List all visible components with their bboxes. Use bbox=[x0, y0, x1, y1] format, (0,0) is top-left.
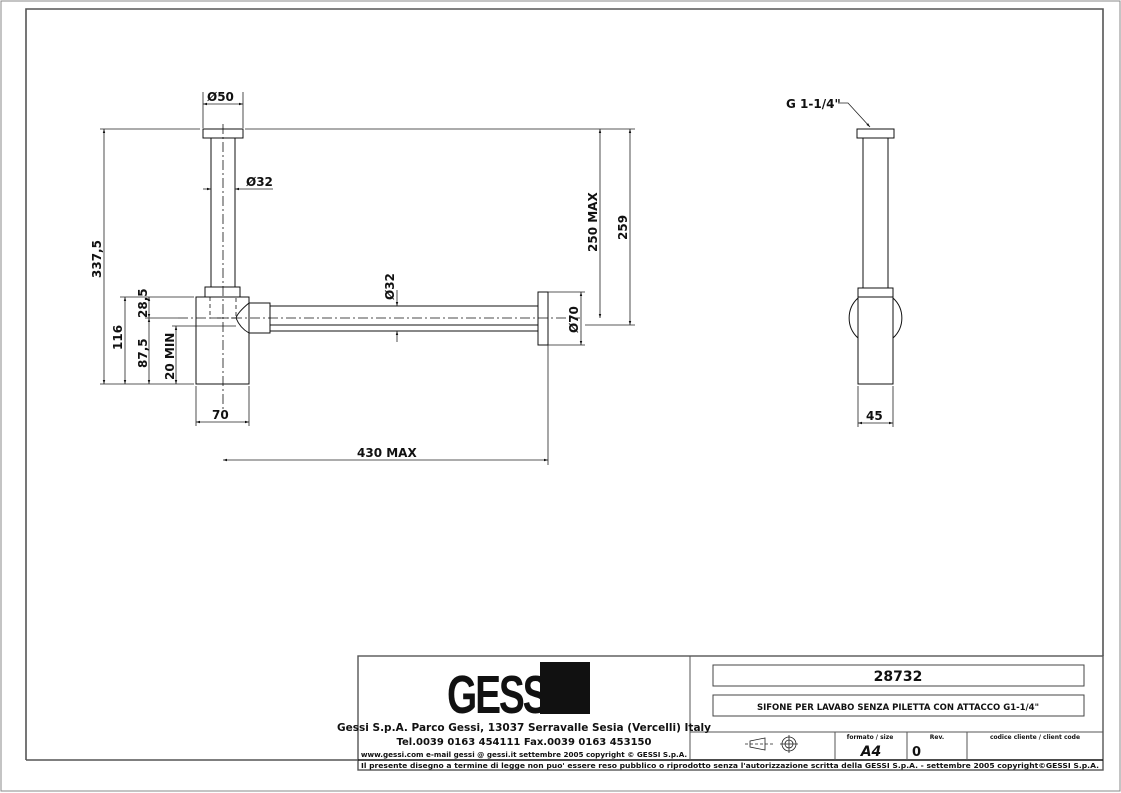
side-cap bbox=[856, 128, 895, 139]
dim-body-height: 116 bbox=[111, 325, 125, 350]
gessi-logo: GESSI bbox=[447, 662, 590, 724]
drawing-frame bbox=[25, 8, 1104, 760]
rev-value: 0 bbox=[912, 745, 921, 760]
copyright-disclaimer: Il presente disegno a termine di legge n… bbox=[361, 762, 1099, 770]
company-web: www.gessi.com e-mail gessi @ gessi.it se… bbox=[361, 750, 687, 759]
dim-outlet-height: 87,5 bbox=[136, 338, 150, 368]
title-block: GESSI Gessi S.p.A. Parco Gessi, 13037 Se… bbox=[337, 655, 1104, 771]
dim-cap-diameter: Ø50 bbox=[207, 90, 234, 104]
dim-side-width: 45 bbox=[866, 409, 883, 423]
product-code: 28732 bbox=[874, 669, 923, 685]
trap-body bbox=[195, 296, 250, 385]
front-view: Ø50 Ø32 337,5 116 28,5 87,5 20 MIN 70 43… bbox=[90, 90, 635, 465]
dim-total-height: 337,5 bbox=[90, 240, 104, 278]
cap bbox=[202, 128, 244, 139]
projection-symbol-icon bbox=[745, 735, 798, 753]
svg-text:GESSI: GESSI bbox=[447, 664, 555, 725]
rev-label: Rev. bbox=[930, 734, 944, 741]
collar bbox=[204, 286, 241, 298]
dim-length-max: 430 MAX bbox=[357, 446, 417, 460]
wall-flange bbox=[537, 291, 549, 346]
dim-upper-height: 28,5 bbox=[136, 288, 150, 318]
dim-min-depth: 20 MIN bbox=[163, 333, 177, 380]
company-address: Gessi S.p.A. Parco Gessi, 13037 Serraval… bbox=[337, 722, 711, 734]
dim-body-width: 70 bbox=[212, 408, 229, 422]
dim-wall-height-max: 250 MAX bbox=[586, 192, 600, 252]
product-description: SIFONE PER LAVABO SENZA PILETTA CON ATTA… bbox=[757, 703, 1039, 713]
thread-label: G 1-1/4" bbox=[786, 97, 841, 111]
dim-flange-diameter: Ø70 bbox=[567, 306, 581, 333]
dim-wall-height: 259 bbox=[616, 215, 630, 240]
side-body bbox=[857, 296, 894, 385]
dim-horizontal-pipe-diameter: Ø32 bbox=[383, 273, 397, 300]
dim-pipe-diameter: Ø32 bbox=[246, 175, 273, 189]
format-value: A4 bbox=[860, 744, 882, 760]
format-label: formato / size bbox=[847, 734, 894, 741]
client-code-label: codice cliente / client code bbox=[990, 734, 1080, 741]
company-phone: Tel.0039 0163 454111 Fax.0039 0163 45315… bbox=[397, 737, 652, 748]
side-view: G 1-1/4" 45 bbox=[786, 97, 903, 427]
